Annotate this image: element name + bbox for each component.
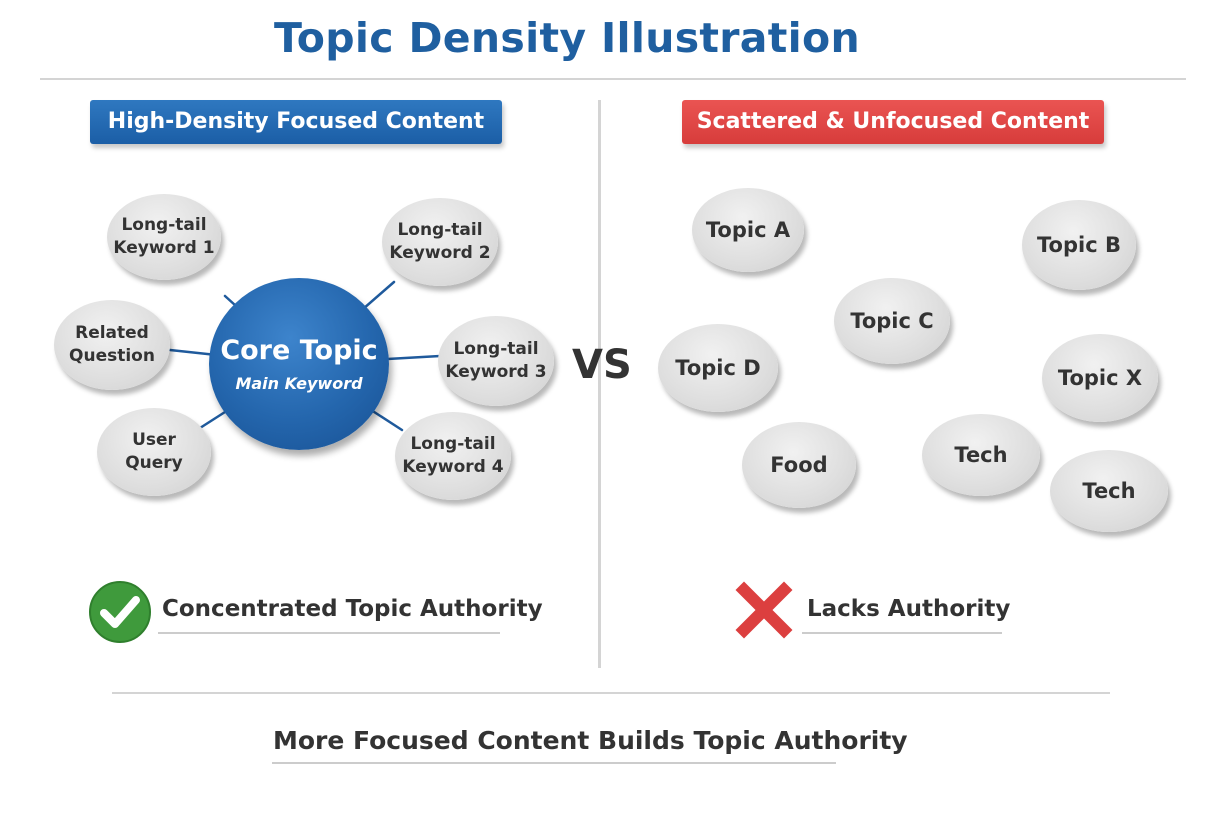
topic-x-bubble: Topic X bbox=[1042, 334, 1158, 422]
node-long-tail-keyword-2: Long-tail Keyword 2 bbox=[382, 198, 498, 286]
right-header-badge: Scattered & Unfocused Content bbox=[682, 100, 1104, 144]
food-bubble: Food bbox=[742, 422, 856, 508]
page-title: Topic Density Illustration bbox=[273, 14, 860, 62]
vs-label: VS bbox=[572, 342, 632, 388]
right-verdict-underline bbox=[802, 632, 1002, 634]
top-divider bbox=[40, 78, 1186, 80]
center-divider bbox=[598, 100, 601, 668]
footer-underline bbox=[272, 762, 836, 764]
tech-bubble-1: Tech bbox=[922, 414, 1040, 496]
check-icon bbox=[89, 581, 151, 643]
tech-bubble-2: Tech bbox=[1050, 450, 1168, 532]
cross-icon bbox=[735, 581, 793, 639]
bottom-divider bbox=[112, 692, 1110, 694]
topic-b-bubble: Topic B bbox=[1022, 200, 1136, 290]
topic-c-bubble: Topic C bbox=[834, 278, 950, 364]
footer-statement: More Focused Content Builds Topic Author… bbox=[273, 726, 908, 755]
topic-a-bubble: Topic A bbox=[692, 188, 804, 272]
core-topic-title: Core Topic bbox=[220, 335, 378, 366]
core-topic-circle: Core Topic Main Keyword bbox=[209, 278, 389, 450]
left-verdict-text: Concentrated Topic Authority bbox=[162, 596, 543, 622]
core-topic-subtitle: Main Keyword bbox=[235, 374, 363, 393]
left-header-badge: High-Density Focused Content bbox=[90, 100, 502, 144]
node-user-query: User Query bbox=[97, 408, 211, 496]
topic-d-bubble: Topic D bbox=[658, 324, 778, 412]
node-related-question: Related Question bbox=[54, 300, 170, 390]
node-long-tail-keyword-1: Long-tail Keyword 1 bbox=[107, 194, 221, 280]
right-verdict-text: Lacks Authority bbox=[807, 596, 1011, 622]
left-verdict-underline bbox=[158, 632, 500, 634]
node-long-tail-keyword-4: Long-tail Keyword 4 bbox=[395, 412, 511, 500]
node-long-tail-keyword-3: Long-tail Keyword 3 bbox=[438, 316, 554, 406]
